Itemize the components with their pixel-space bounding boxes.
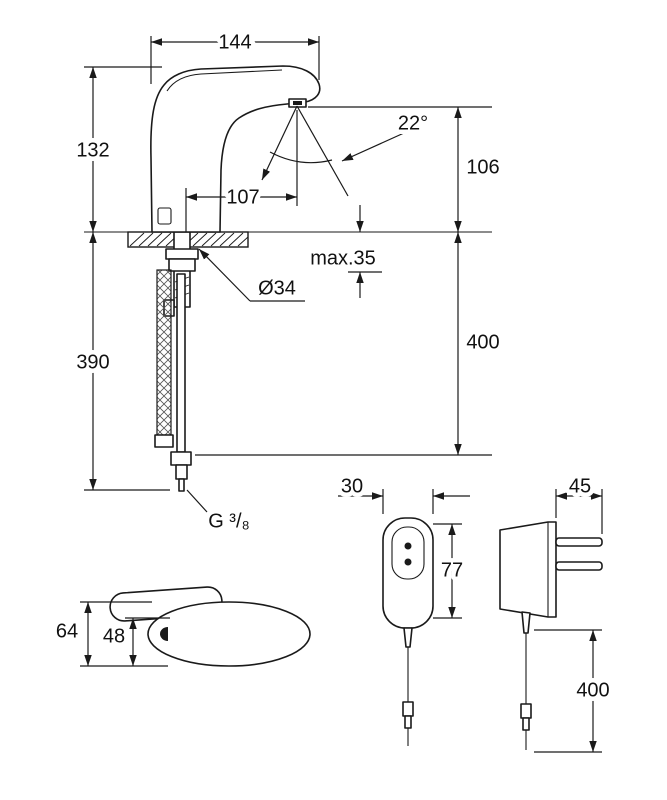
- dim-label-max35: max.35: [310, 247, 376, 269]
- dim-label-400-main: 400: [466, 331, 499, 353]
- faucet-top-view: 64 48: [51, 586, 311, 667]
- sensor-cable: [176, 273, 186, 453]
- dim-144: 144: [150, 27, 320, 84]
- plug-pin: [555, 537, 603, 547]
- dim-label-diameter: Ø34: [258, 277, 296, 299]
- dim-400-main: 400: [195, 232, 504, 456]
- plug-cable: [520, 611, 532, 750]
- dim-label-132: 132: [76, 139, 109, 161]
- dim-64: 64: [51, 601, 168, 667]
- dim-77: 77: [433, 523, 468, 619]
- dim-390: 390: [72, 232, 170, 491]
- supply-hoses: [154, 269, 192, 492]
- socket-hole: [404, 558, 412, 566]
- dim-label-30: 30: [341, 475, 363, 497]
- thread-connector-nut: [170, 451, 192, 466]
- thread-label: G ³/₈: [208, 510, 250, 532]
- faucet-body: [150, 65, 321, 233]
- dim-107: 107: [185, 110, 298, 232]
- dim-106: 106: [308, 106, 504, 232]
- stream-angle-lines: [261, 105, 405, 197]
- dim-132: 132: [72, 66, 162, 232]
- sensor-dot: [160, 627, 168, 641]
- dim-label-48: 48: [103, 625, 125, 647]
- socket-inset: [391, 526, 425, 580]
- dim-label-107: 107: [226, 186, 259, 208]
- dim-label-45: 45: [569, 475, 591, 497]
- dim-hole-diameter: Ø34: [198, 248, 305, 304]
- dim-400-cable: 400: [534, 629, 614, 753]
- braided-hose: [156, 269, 172, 436]
- faucet-side-view: 144 132 107 22° 106 max.35: [72, 27, 504, 537]
- counter-section: [84, 231, 492, 248]
- dim-label-106: 106: [466, 156, 499, 178]
- dim-label-77: 77: [441, 559, 463, 581]
- dim-45: 45: [555, 471, 603, 534]
- dim-30: 30: [336, 471, 470, 514]
- power-supply-front-view: 30 77: [336, 471, 470, 746]
- plug-pin: [555, 561, 603, 571]
- dim-label-390: 390: [76, 351, 109, 373]
- dim-label-64: 64: [56, 620, 78, 642]
- dim-max35: max.35: [306, 205, 382, 298]
- sensor-window: [157, 207, 172, 225]
- power-supply-side-view: 45 400: [499, 471, 614, 753]
- dim-label-144: 144: [218, 31, 251, 53]
- dim-48: 48: [98, 617, 170, 666]
- power-unit-body: [382, 517, 434, 629]
- power-unit-cable: [402, 627, 414, 746]
- spout-body-top-view: [147, 601, 311, 667]
- dim-label-angle: 22°: [398, 112, 428, 134]
- thread-label-group: G ³/₈: [186, 489, 254, 537]
- dim-label-400-cable: 400: [576, 679, 609, 701]
- socket-hole: [404, 542, 412, 550]
